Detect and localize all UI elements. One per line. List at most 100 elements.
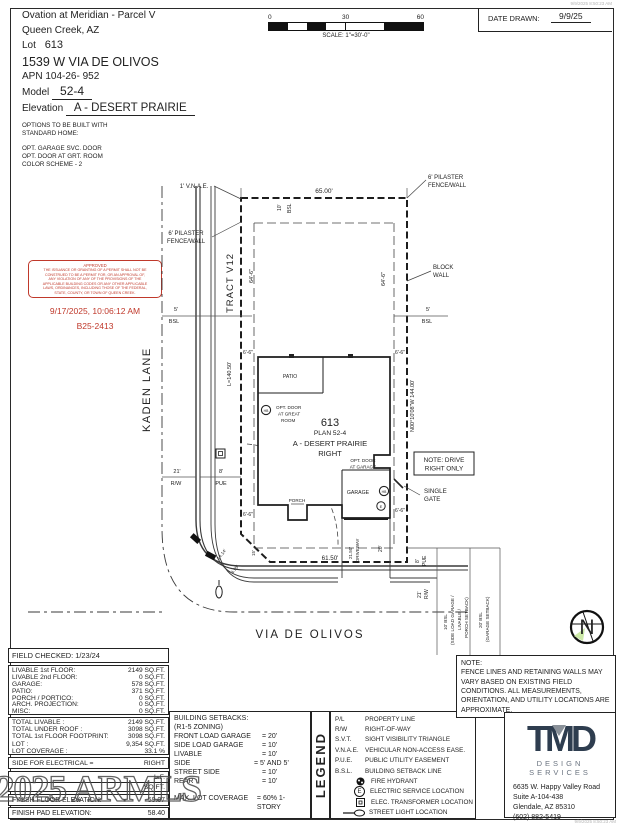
date-drawn-box: DATE DRAWN: 9/9/25 [478, 8, 612, 32]
opt-door-great-room: OPT. DOOR [276, 405, 302, 410]
model-line: Model 52-4 [22, 84, 195, 101]
scan-timestamp-top: 9/9/2025 8:50:23 AM [570, 1, 612, 6]
dim-rw-right: R/W [424, 589, 430, 599]
dim-10bsl-2: BSL [287, 203, 293, 213]
options-list: OPT. GARAGE SVC. DOOR OPT. DOOR AT GRT. … [22, 145, 195, 170]
street-name-kaden: KADEN LANE [141, 347, 153, 432]
electric-service-symbol [376, 501, 386, 511]
note-title: NOTE: [461, 660, 483, 667]
dim-arc-length: L=140.50' [227, 362, 233, 386]
bsl10-note: 10' BSL [443, 614, 448, 630]
dim-15: 15' [251, 550, 256, 556]
table-row: PATIO:371 SQ.FT. [12, 687, 165, 695]
dim-4-95: 4.95' [230, 564, 240, 575]
logo-triangle [552, 725, 566, 736]
table-row: LOT COVERAGE :33.1 % [12, 747, 165, 755]
table-row: PORCH / PORTICO:0 SQ.FT. [12, 694, 165, 702]
totals-table: TOTAL LIVABLE :2149 SQ.FT. TOTAL UNDER R… [8, 717, 169, 755]
dim-8-pue-right: 8' [415, 559, 421, 563]
dimension-labels: 65.00' 10' BSL 64'-6" 64'-6" 5' BSL 5' B… [169, 188, 490, 645]
legend-item: P.U.E.PUBLIC UTILITY EASEMENT [335, 757, 450, 765]
dim-64-6-right: 64'-6" [381, 272, 387, 286]
max-coverage-row: MAX. LOT COVERAGE= 60% 1-STORY [174, 794, 286, 811]
setbacks-zoning: (R1-5 ZONING) [174, 723, 223, 731]
street-light-icon [343, 809, 365, 817]
setback-row: FRONT LOAD GARAGE= 20' [174, 732, 278, 740]
stamp-line: ANY VIOLATION OF ANY OF THE PROVISIONS O… [48, 277, 142, 282]
dim-pue-right: PUE [422, 555, 428, 566]
legend-item: S.V.T.SIGHT VISIBILITY TRIANGLE [335, 736, 451, 744]
dim-pue-left: PUE [215, 481, 227, 487]
elevation-line: Elevation A - DESERT PRAIRIE [22, 101, 195, 116]
option-item: OPT. DOOR AT GRT. ROOM [22, 152, 103, 160]
firm-box: TMD DESIGN SERVICES 6635 W. Happy Valley… [504, 712, 616, 821]
dim-6-6: 6'-6" [395, 508, 405, 514]
scale-bar: 0 30 60 SCALE: 1"=30'-0" [268, 14, 424, 39]
opt-door-great-room3: ROOM [281, 418, 295, 423]
table-row: LOT :9,354 SQ.FT. [12, 740, 165, 748]
tract-label: TRACT V12 [225, 253, 236, 313]
table-row: TOTAL UNDER ROOF :3098 SQ.FT. [12, 726, 165, 734]
dim-driveway-depth: 21.50' [348, 547, 353, 559]
apn: APN 104-26- 952 [22, 70, 100, 82]
date-drawn-label: DATE DRAWN: [488, 14, 540, 23]
table-row: TOTAL LIVABLE :2149 SQ.FT. [12, 719, 165, 726]
electrical-side-row: SIDE FOR ELECTRICAL = RIGHT [8, 757, 169, 769]
dim-6-6: 6'-6" [395, 350, 405, 356]
stamp-line: APPLICABLE BUILDING CODES OR ANY OTHER A… [42, 281, 148, 286]
dim-bsl-right: BSL [422, 319, 432, 325]
legend-item: FIRE HYDRANT [335, 776, 475, 786]
plan-elevation: A - DESERT PRAIRIE [293, 439, 367, 448]
approval-stamp: APPROVED THE ISSUANCE OR GRANTING OF A P… [28, 260, 162, 331]
single-gate-symbol [393, 478, 404, 489]
dimension-lines [162, 188, 501, 655]
stamp-line: CONSTRUED TO BE A PERMIT FOR, OR AN APPR… [44, 272, 146, 277]
electrical-value: RIGHT [143, 760, 165, 767]
opt-door-garage2: AT GARAGE [350, 465, 376, 470]
dim-6-6: 6'-6" [243, 350, 253, 356]
finish-floor-row: FINISH FLOOR ELEVATION:59.07 [8, 794, 169, 806]
area-table: LIVABLE 1st FLOOR:2149 SQ.FT. LIVABLE 2n… [8, 665, 169, 715]
options-intro: OPTIONS TO BE BUILT WITH STANDARD HOME: [22, 122, 195, 138]
firm-address-1: 6635 W. Happy Valley Road [513, 784, 601, 791]
stamp-line: THE ISSUANCE OR GRANTING OF A PERMIT SHA… [43, 268, 147, 273]
lot-boundary [240, 197, 408, 563]
electrical-label: SIDE FOR ELECTRICAL = [12, 760, 94, 767]
legend-item: STREET LIGHT LOCATION [335, 808, 475, 818]
project-city: Queen Creek, AZ [22, 24, 100, 36]
legend-item: ELEC. TRANSFORMER LOCATION [335, 797, 475, 807]
stamp-text: APPROVED THE ISSUANCE OR GRANTING OF A P… [28, 260, 162, 299]
transformer-icon [356, 797, 365, 807]
date-drawn-value: 9/9/25 [551, 11, 591, 23]
block-wall-label2: WALL [433, 273, 450, 279]
lot-label: Lot [22, 40, 36, 51]
plan-model: PLAN 52-4 [314, 430, 347, 437]
setback-row: STREET SIDE= 10' [174, 768, 278, 776]
transformer-symbol [215, 448, 226, 459]
obscured-rows: L.F. SQ.FT. [8, 771, 169, 792]
legend-item: E ELECTRIC SERVICE LOCATION [335, 786, 475, 798]
note-box: NOTE: FENCE LINES AND RETAINING WALLS MA… [456, 655, 616, 718]
building-setbacks-box: BUILDING SETBACKS: (R1-5 ZONING) FRONT L… [169, 711, 311, 819]
hb-label: HB [264, 409, 269, 413]
stamp-line: STATE, COUNTY, OR TOWN OF QUEEN CREEK. [54, 290, 136, 295]
house-labels: PATIO PORCH GARAGE 613 PLAN 52-4 A - DES… [276, 374, 376, 503]
callout-labels: 1' V.N.A.E. 6' PILASTER FENCE/WALL 6' PI… [167, 175, 467, 503]
table-row: LIVABLE 2nd FLOOR:0 SQ.FT. [12, 673, 165, 681]
fire-hydrant-icon [356, 777, 365, 786]
dim-rw-left: R/W [171, 481, 183, 487]
table-row: MISC:0 SQ.FT. [12, 708, 165, 716]
setback-row: REAR= 10' [174, 777, 278, 785]
single-gate-label2: GATE [424, 496, 440, 503]
title-block: Ovation at Meridian - Parcel V Queen Cre… [22, 10, 195, 170]
driveway [341, 518, 391, 578]
pilaster-left-label2: FENCE/WALL [167, 239, 206, 245]
scan-timestamp-bottom: 9/9/2025 8:50:23 AM [574, 819, 616, 824]
dim-bearing: N00°10'08"W 144.00' [410, 380, 416, 432]
opt-door-garage: OPT. DOOR [350, 458, 376, 463]
hose-bib-symbol [378, 485, 390, 497]
bsl10-note4: PORCH SETBACK) [464, 597, 469, 638]
bsl10-note2: (SIDE LOAD GARAGE / [450, 595, 455, 645]
